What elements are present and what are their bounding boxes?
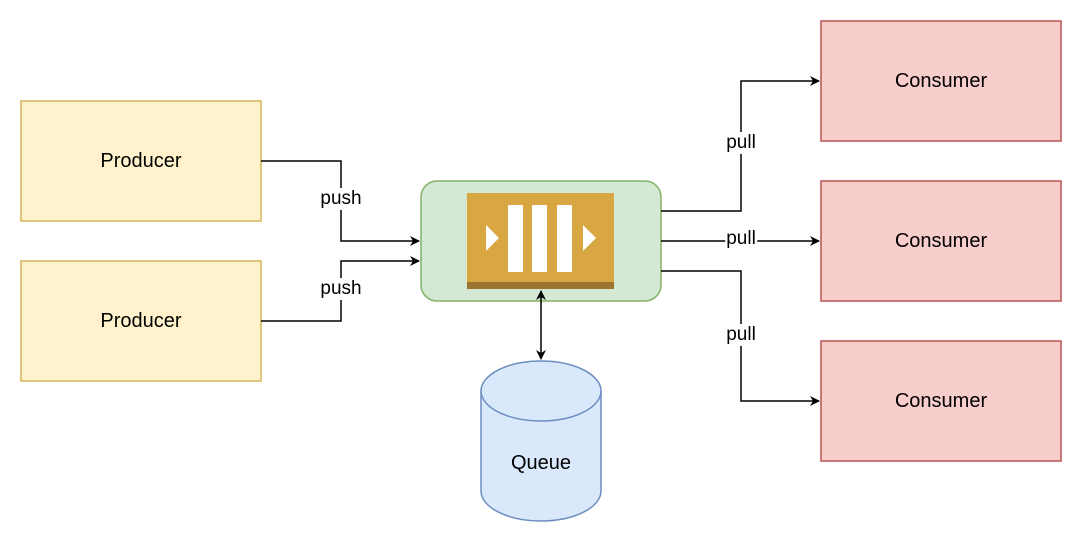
queue-cylinder	[480, 360, 602, 522]
producer-1-box	[20, 100, 262, 222]
consumer-2-label: Consumer	[894, 229, 988, 252]
producer-1-label: Producer	[100, 149, 182, 172]
consumer-1-label: Consumer	[894, 69, 988, 92]
pull-3-label: pull	[725, 324, 757, 346]
pull-1-label: pull	[725, 132, 757, 154]
pull-2-label: pull	[725, 228, 757, 250]
push-1-label: push	[319, 188, 363, 210]
consumer-2-box	[820, 180, 1062, 302]
message-queue-icon	[467, 193, 614, 289]
producer-2-box	[20, 260, 262, 382]
consumer-3-box	[820, 340, 1062, 462]
queue-label: Queue	[510, 452, 572, 474]
push-2-label: push	[319, 278, 363, 300]
consumer-3-label: Consumer	[894, 389, 988, 412]
consumer-1-box	[820, 20, 1062, 142]
producer-2-label: Producer	[100, 309, 182, 332]
